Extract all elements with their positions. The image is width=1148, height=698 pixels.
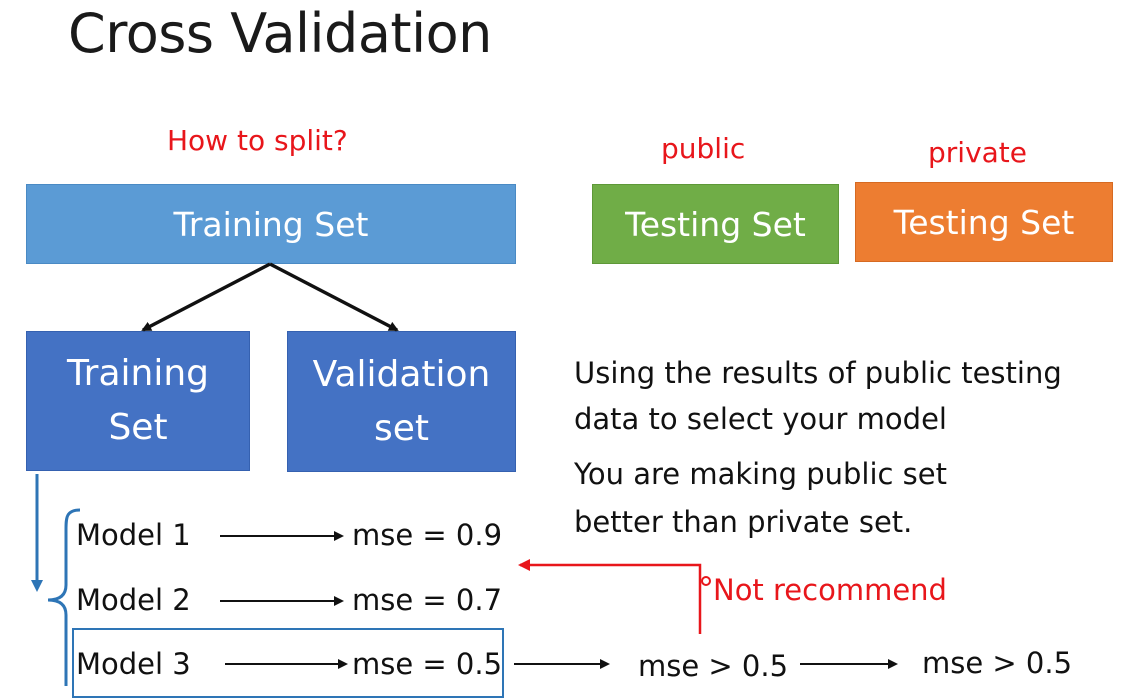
private-testing-set-label: Testing Set <box>893 202 1075 242</box>
page-title: Cross Validation <box>68 2 492 65</box>
validation-set-label-line2: set <box>373 407 430 449</box>
private-testing-set-box: Testing Set <box>855 182 1113 262</box>
not-recommend-label: Not recommend <box>713 573 947 607</box>
public-label: public <box>661 132 746 165</box>
how-to-split-label: How to split? <box>167 124 348 157</box>
feedback-origin-dot <box>701 576 711 586</box>
model-2-label: Model 2 <box>76 583 191 617</box>
training-subset-label-line1: Training <box>66 353 210 394</box>
note-line-4: better than private set. <box>574 505 913 539</box>
public-testing-set-label: Testing Set <box>625 204 806 244</box>
model-2-mse: mse = 0.7 <box>352 583 503 617</box>
model-3-mse: mse = 0.5 <box>352 647 503 681</box>
training-set-label: Training Set <box>173 204 369 244</box>
validation-set-label-line1: Validation <box>312 353 491 395</box>
note-line-2: data to select your model <box>574 402 947 436</box>
validation-set-box: Validation set <box>287 331 516 472</box>
training-set-box: Training Set <box>26 184 516 264</box>
blue-down-arrowhead <box>31 580 43 592</box>
model-3-label: Model 3 <box>76 647 191 681</box>
model-1-label: Model 1 <box>76 518 191 552</box>
training-subset-box: Training Set <box>26 331 250 471</box>
public-testing-set-box: Testing Set <box>592 184 839 264</box>
note-line-3: You are making public set <box>574 457 947 491</box>
public-mse-result: mse > 0.5 <box>638 649 789 683</box>
private-mse-result: mse > 0.5 <box>922 646 1073 680</box>
model-bracket <box>47 508 81 686</box>
feedback-arrow <box>518 559 702 634</box>
split-arrow-left <box>141 262 271 332</box>
private-label: private <box>928 136 1027 169</box>
note-line-1: Using the results of public testing <box>574 356 1062 390</box>
training-subset-label-line2: Set <box>108 407 168 448</box>
split-arrow-right <box>269 262 399 332</box>
model-1-mse: mse = 0.9 <box>352 518 503 552</box>
